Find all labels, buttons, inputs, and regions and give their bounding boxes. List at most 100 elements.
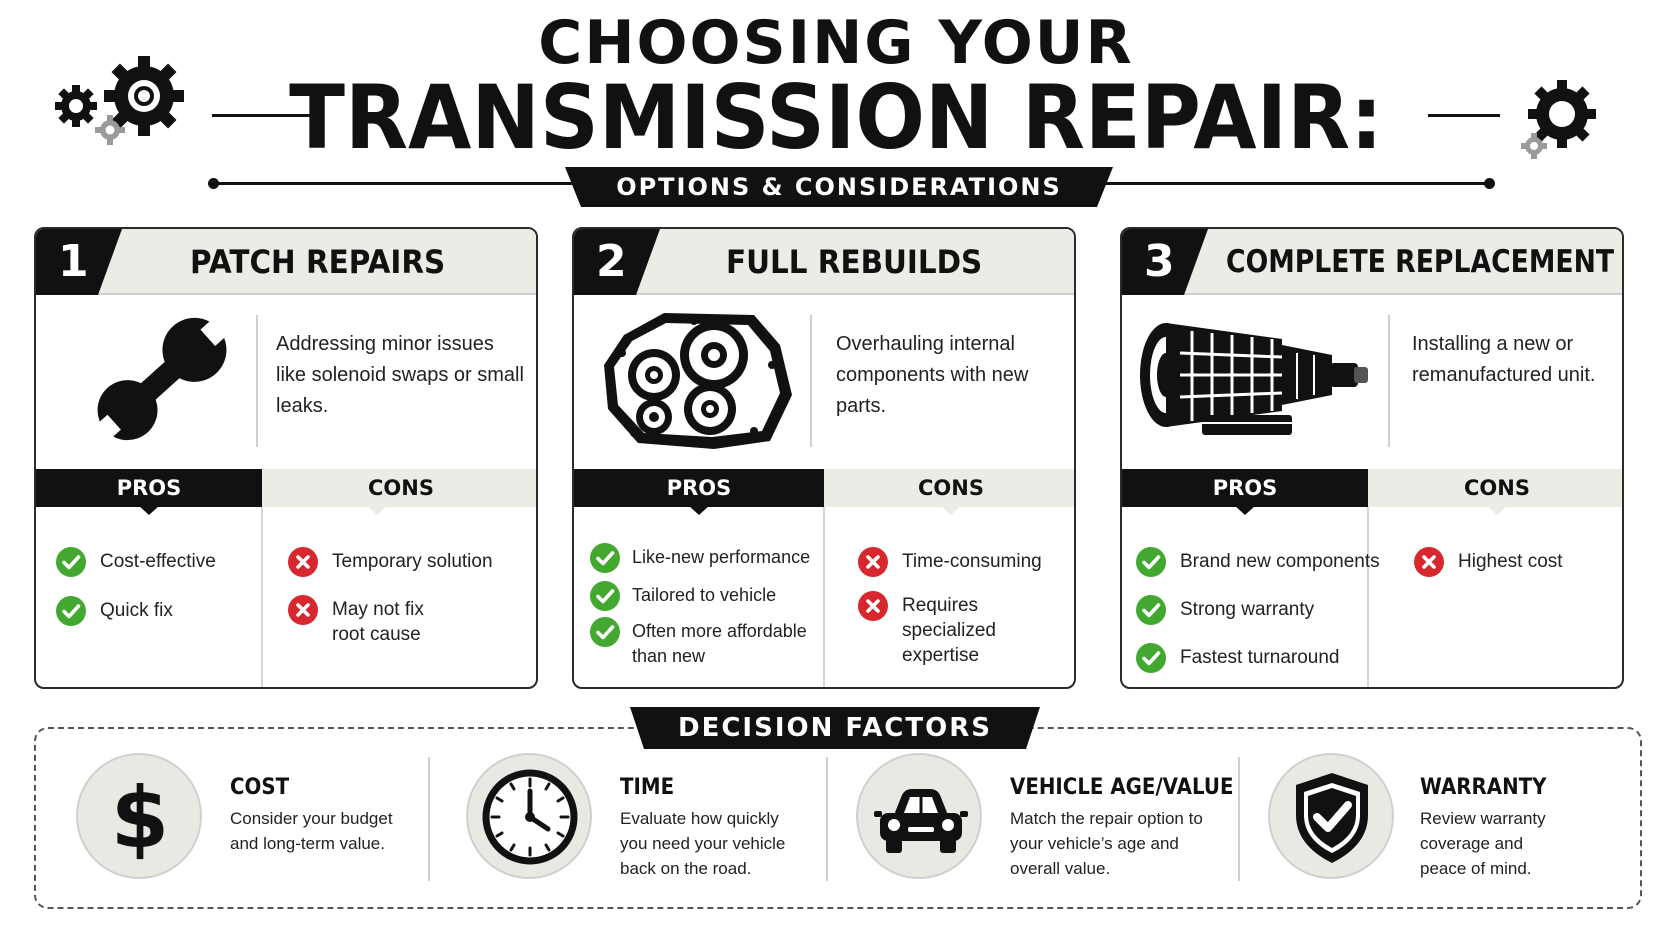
card-divider (1388, 315, 1390, 447)
cons-notch (1486, 505, 1508, 515)
option-card-complete-replacement: 3 COMPLETE REPLACEMENT Installing a new … (1120, 227, 1624, 689)
check-icon (1136, 595, 1166, 625)
factor-divider (428, 757, 430, 881)
cons-heading: CONS (824, 469, 1074, 507)
factor-desc-time: Evaluate how quickly you need your vehic… (620, 809, 786, 878)
option-number: 2 (596, 236, 627, 287)
option-description: Installing a new or remanufactured unit. (1412, 333, 1596, 386)
factor-title-vehicle: VEHICLE AGE/VALUE (1010, 775, 1234, 800)
check-icon (590, 543, 620, 573)
number-tab (574, 229, 660, 295)
pro-item: Fastest turnaround (1136, 643, 1340, 673)
pro-text: Quick fix (100, 600, 173, 621)
clock-icon (466, 753, 592, 879)
cons-notch (940, 505, 962, 515)
option-card-patch-repairs: 1 PATCH REPAIRS Addressing minor issues … (34, 227, 538, 689)
pro-text: Fastest turnaround (1180, 647, 1340, 668)
option-title: PATCH REPAIRS (190, 243, 446, 281)
cons-heading: CONS (262, 469, 536, 507)
option-number: 1 (58, 236, 89, 287)
option-number: 3 (1144, 236, 1175, 287)
transmission-unit-icon (1140, 323, 1368, 435)
con-item: Requires specialized expertise (858, 591, 996, 668)
check-icon (56, 596, 86, 626)
pro-text: Strong warranty (1180, 599, 1315, 620)
option-title: FULL REBUILDS (726, 243, 983, 281)
header: CHOOSING YOUR TRANSMISSION REPAIR: (0, 0, 1672, 207)
car-icon (856, 753, 982, 879)
gear-cluster-icon (55, 56, 184, 145)
factor-desc-vehicle: Match the repair option to your vehicle’… (1010, 809, 1203, 878)
card-header: 1 PATCH REPAIRS (36, 229, 536, 295)
pro-text: Tailored to vehicle (632, 585, 777, 605)
gear-icon (1521, 80, 1596, 159)
header-left-dash (212, 114, 314, 117)
con-item: May not fix root cause (288, 595, 424, 647)
factor-title-time: TIME (620, 775, 675, 800)
pro-item: Brand new components (1136, 547, 1380, 577)
pros-notch (688, 505, 710, 515)
con-text: May not fix root cause (332, 599, 424, 645)
subtitle-banner: OPTIONS & CONSIDERATIONS (565, 167, 1113, 207)
cross-icon (1414, 547, 1444, 577)
pro-item: Quick fix (56, 596, 173, 626)
cross-icon (288, 547, 318, 577)
con-text: Requires specialized expertise (902, 595, 996, 666)
pro-text: Like-new performance (632, 547, 811, 567)
number-tab (36, 229, 122, 295)
pro-item: Often more affordable than new (590, 617, 807, 669)
card-divider (256, 315, 258, 447)
cons-notch (366, 505, 388, 515)
pros-notch (1234, 505, 1256, 515)
con-item: Time-consuming (858, 547, 1042, 577)
check-icon (56, 547, 86, 577)
pros-cons-divider (823, 507, 825, 687)
card-header: 2 FULL REBUILDS (574, 229, 1074, 295)
pros-cons-divider (1367, 507, 1369, 687)
cross-icon (858, 547, 888, 577)
con-text: Highest cost (1458, 551, 1563, 572)
option-card-full-rebuilds: 2 FULL REBUILDS Overhauling internal com… (572, 227, 1076, 689)
factor-title-cost: COST (230, 775, 290, 800)
title-line-1: CHOOSING YOUR (538, 8, 1134, 78)
number-tab (1122, 229, 1208, 295)
pro-text: Cost-effective (100, 551, 216, 572)
pro-item: Cost-effective (56, 547, 216, 577)
factor-desc-cost: Consider your budget and long-term value… (230, 809, 393, 853)
pro-item: Like-new performance (590, 543, 811, 573)
factor-title-warranty: WARRANTY (1420, 775, 1547, 800)
header-right-dash (1428, 114, 1500, 117)
card-header: 3 COMPLETE REPLACEMENT (1122, 229, 1622, 295)
pro-text: Often more affordable than new (632, 621, 807, 666)
pros-cons-divider (261, 507, 263, 687)
shield-check-icon (1268, 753, 1394, 879)
pros-heading: PROS (36, 469, 262, 507)
con-text: Time-consuming (902, 551, 1042, 572)
card-divider (810, 315, 812, 447)
con-item: Temporary solution (288, 547, 493, 577)
gearbox-icon (604, 313, 792, 449)
pros-heading: PROS (574, 469, 824, 507)
title-line-2: TRANSMISSION REPAIR: (289, 66, 1383, 169)
pros-heading: PROS (1122, 469, 1368, 507)
dollar-icon: $ (76, 753, 202, 879)
decision-factors-label: DECISION FACTORS (678, 713, 992, 743)
rule-dot-right (1484, 178, 1495, 189)
cross-icon (288, 595, 318, 625)
factor-divider (826, 757, 828, 881)
option-title: COMPLETE REPLACEMENT (1226, 244, 1615, 280)
pro-item: Tailored to vehicle (590, 581, 777, 611)
con-text: Temporary solution (332, 551, 493, 572)
pros-notch (138, 505, 160, 515)
wrench-icon (85, 309, 238, 450)
pro-text: Brand new components (1180, 551, 1380, 572)
option-description: Overhauling internal components with new… (836, 333, 1029, 417)
check-icon (1136, 643, 1166, 673)
factor-divider (1238, 757, 1240, 881)
cross-icon (858, 591, 888, 621)
check-icon (590, 617, 620, 647)
svg-text:$: $ (111, 769, 169, 867)
con-item: Highest cost (1414, 547, 1563, 577)
factor-desc-warranty: Review warranty coverage and peace of mi… (1420, 809, 1546, 878)
decision-factors-banner: DECISION FACTORS (630, 707, 1040, 749)
